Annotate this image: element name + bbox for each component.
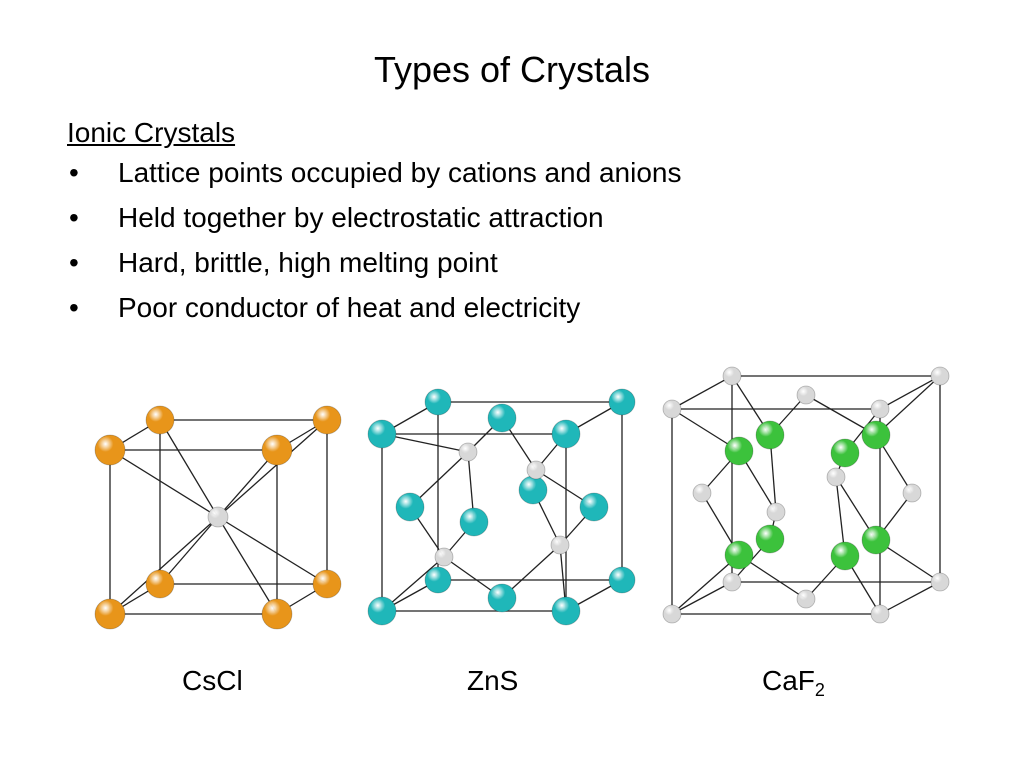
f-atom	[724, 540, 754, 570]
s-atom	[526, 460, 546, 480]
cell-edge	[879, 375, 941, 410]
bullet-text: Hard, brittle, high melting point	[118, 247, 498, 278]
f-atom	[830, 541, 860, 571]
s-atom	[550, 535, 570, 555]
bond-line	[159, 516, 219, 585]
zn-atom	[551, 596, 581, 626]
cs-atom	[261, 598, 293, 630]
bullet-text: Lattice points occupied by cations and a…	[118, 157, 682, 188]
bond-line	[381, 433, 469, 453]
ca-atom	[930, 572, 950, 592]
zn-atom	[395, 492, 425, 522]
zn-atom	[424, 388, 452, 416]
ca-atom	[826, 467, 846, 487]
cs-atom	[312, 405, 342, 435]
ca-atom	[796, 589, 816, 609]
zn-atom	[608, 566, 636, 594]
cs-atom	[261, 434, 293, 466]
cs-atom	[145, 405, 175, 435]
crystal-structures-diagram	[94, 366, 950, 630]
ca-atom	[662, 399, 682, 419]
cell-edge	[671, 375, 733, 410]
zn-atom	[518, 475, 548, 505]
bullet-icon: •	[69, 247, 79, 278]
caf2-label: CaF2	[762, 665, 825, 700]
f-atom	[755, 420, 785, 450]
cell-edge	[671, 581, 733, 615]
bullet-text: Held together by electrostatic attractio…	[118, 202, 604, 233]
f-atom	[830, 438, 860, 468]
cl-atom	[207, 506, 229, 528]
f-atom	[861, 420, 891, 450]
zn-atom	[424, 566, 452, 594]
f-atom	[724, 436, 754, 466]
s-atom	[458, 442, 478, 462]
zn-atom	[367, 419, 397, 449]
ca-atom	[870, 399, 890, 419]
zns-label: ZnS	[467, 665, 519, 696]
f-atom	[861, 525, 891, 555]
cs-atom	[94, 434, 126, 466]
cs-atom	[145, 569, 175, 599]
f-atom	[755, 524, 785, 554]
bullet-text: Poor conductor of heat and electricity	[118, 292, 581, 323]
cell-edge	[879, 581, 941, 615]
ca-atom	[722, 572, 742, 592]
bond-line	[217, 516, 278, 615]
ca-atom	[796, 385, 816, 405]
zn-atom	[551, 419, 581, 449]
zn-atom	[579, 492, 609, 522]
bond-line	[875, 375, 941, 436]
ca-atom	[902, 483, 922, 503]
zn-atom	[367, 596, 397, 626]
ca-atom	[662, 604, 682, 624]
ca-atom	[766, 502, 786, 522]
cs-atom	[94, 598, 126, 630]
bullet-icon: •	[69, 292, 79, 323]
bullet-icon: •	[69, 157, 79, 188]
ca-atom	[870, 604, 890, 624]
bond-line	[109, 449, 219, 518]
zn-atom	[487, 583, 517, 613]
cscl-label: CsCl	[182, 665, 243, 696]
ca-atom	[930, 366, 950, 386]
ca-atom	[722, 366, 742, 386]
ca-atom	[692, 483, 712, 503]
zn-atom	[608, 388, 636, 416]
zn-atom	[459, 507, 489, 537]
bond-line	[217, 516, 328, 585]
bullet-icon: •	[69, 202, 79, 233]
section-heading: Ionic Crystals	[67, 117, 236, 148]
cs-atom	[312, 569, 342, 599]
slide-title: Types of Crystals	[373, 49, 651, 90]
bond-line	[671, 554, 740, 615]
bond-line	[217, 419, 328, 518]
bond-line	[109, 516, 219, 615]
bond-line	[159, 419, 219, 518]
zn-atom	[487, 403, 517, 433]
s-atom	[434, 547, 454, 567]
